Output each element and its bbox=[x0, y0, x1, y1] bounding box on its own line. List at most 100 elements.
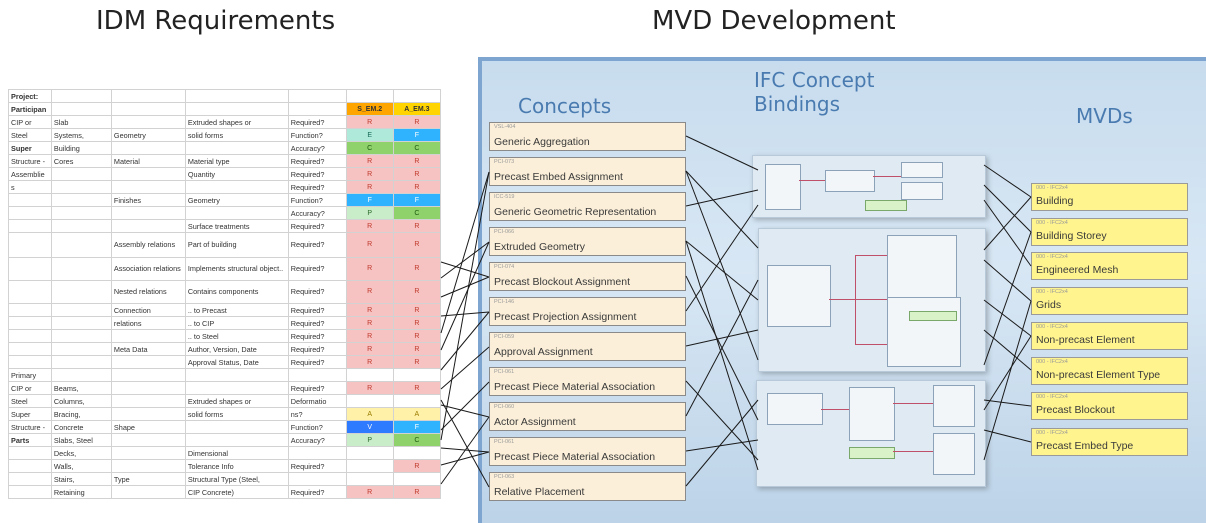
mvd-name: Building Storey bbox=[1036, 230, 1107, 242]
binding-entity bbox=[865, 200, 907, 211]
idm-cell bbox=[287, 102, 347, 116]
idm-cell: Author, Version, Date bbox=[184, 342, 289, 356]
idm-cell: Accuracy? bbox=[287, 433, 347, 447]
binding-entity bbox=[901, 182, 943, 200]
idm-cell: Function? bbox=[287, 420, 347, 434]
idm-cell: Required? bbox=[287, 257, 347, 281]
idm-value-cell: R bbox=[392, 180, 442, 194]
idm-value-cell: R bbox=[392, 167, 442, 181]
idm-cell: s bbox=[8, 180, 52, 194]
idm-cell: CIP Concrete) bbox=[184, 485, 289, 499]
idm-cell: solid forms bbox=[184, 128, 289, 142]
binding-entity bbox=[767, 265, 831, 327]
idm-value-cell: C bbox=[392, 141, 442, 155]
mvd-name: Engineered Mesh bbox=[1036, 264, 1119, 276]
idm-cell: Association relations bbox=[110, 257, 186, 281]
concept-code: PCI-146 bbox=[494, 299, 515, 305]
binding-entity bbox=[825, 170, 875, 192]
idm-cell bbox=[50, 316, 112, 330]
idm-value-cell: R bbox=[392, 485, 442, 499]
idm-cell bbox=[50, 232, 112, 258]
mvd-code: 000 - IFC2x4 bbox=[1036, 394, 1068, 400]
idm-cell bbox=[110, 219, 186, 233]
concept-name: Relative Placement bbox=[494, 486, 585, 498]
binding-card-bottom bbox=[756, 380, 986, 487]
concept-name: Generic Geometric Representation bbox=[494, 206, 657, 218]
idm-cell bbox=[110, 459, 186, 473]
idm-cell bbox=[110, 446, 186, 460]
concept-name: Precast Projection Assignment bbox=[494, 311, 637, 323]
idm-cell: Super bbox=[8, 141, 52, 155]
idm-cell bbox=[8, 257, 52, 281]
idm-cell bbox=[8, 206, 52, 220]
idm-value-cell bbox=[345, 89, 394, 103]
idm-cell: Beams, bbox=[50, 381, 112, 395]
idm-cell: Retaining bbox=[50, 485, 112, 499]
mvd-name: Building bbox=[1036, 195, 1074, 207]
bindings-heading: IFC Concept Bindings bbox=[754, 68, 874, 116]
idm-cell bbox=[50, 167, 112, 181]
idm-title: IDM Requirements bbox=[96, 6, 336, 36]
idm-cell: CIP or bbox=[8, 381, 52, 395]
idm-cell bbox=[184, 180, 289, 194]
binding-entity bbox=[849, 447, 895, 459]
idm-cell: Finishes bbox=[110, 193, 186, 207]
idm-value-cell: R bbox=[345, 167, 394, 181]
mvd-name: Non-precast Element bbox=[1036, 334, 1135, 346]
idm-value-cell: C bbox=[392, 206, 442, 220]
idm-cell: Systems, bbox=[50, 128, 112, 142]
concept-code: PCI-061 bbox=[494, 369, 515, 375]
idm-cell bbox=[50, 102, 112, 116]
idm-cell: Approval Status, Date bbox=[184, 355, 289, 369]
idm-value-cell bbox=[345, 459, 394, 473]
concept-name: Precast Piece Material Association bbox=[494, 381, 656, 393]
idm-cell bbox=[110, 368, 186, 382]
mvd-code: 000 - IFC2x4 bbox=[1036, 324, 1068, 330]
idm-cell: Implements structural object.. bbox=[184, 257, 289, 281]
bindings-heading-line2: Bindings bbox=[754, 92, 840, 116]
binding-link bbox=[855, 255, 887, 256]
idm-value-cell bbox=[345, 394, 394, 408]
binding-card-middle bbox=[758, 228, 986, 372]
idm-cell: Structure - bbox=[8, 154, 52, 168]
idm-cell: Accuracy? bbox=[287, 206, 347, 220]
mvd-name: Precast Blockout bbox=[1036, 404, 1115, 416]
mvd-code: 000 - IFC2x4 bbox=[1036, 359, 1068, 365]
idm-cell bbox=[50, 355, 112, 369]
idm-cell: Required? bbox=[287, 342, 347, 356]
idm-cell: Slab bbox=[50, 115, 112, 129]
idm-cell: Structure - bbox=[8, 420, 52, 434]
concept-code: PCI-073 bbox=[494, 159, 515, 165]
idm-cell bbox=[287, 472, 347, 486]
binding-entity bbox=[767, 393, 823, 425]
idm-value-cell: R bbox=[345, 485, 394, 499]
concept-code: PCI-074 bbox=[494, 264, 515, 270]
mvd-code: 000 - IFC2x4 bbox=[1036, 254, 1068, 260]
idm-cell bbox=[110, 167, 186, 181]
